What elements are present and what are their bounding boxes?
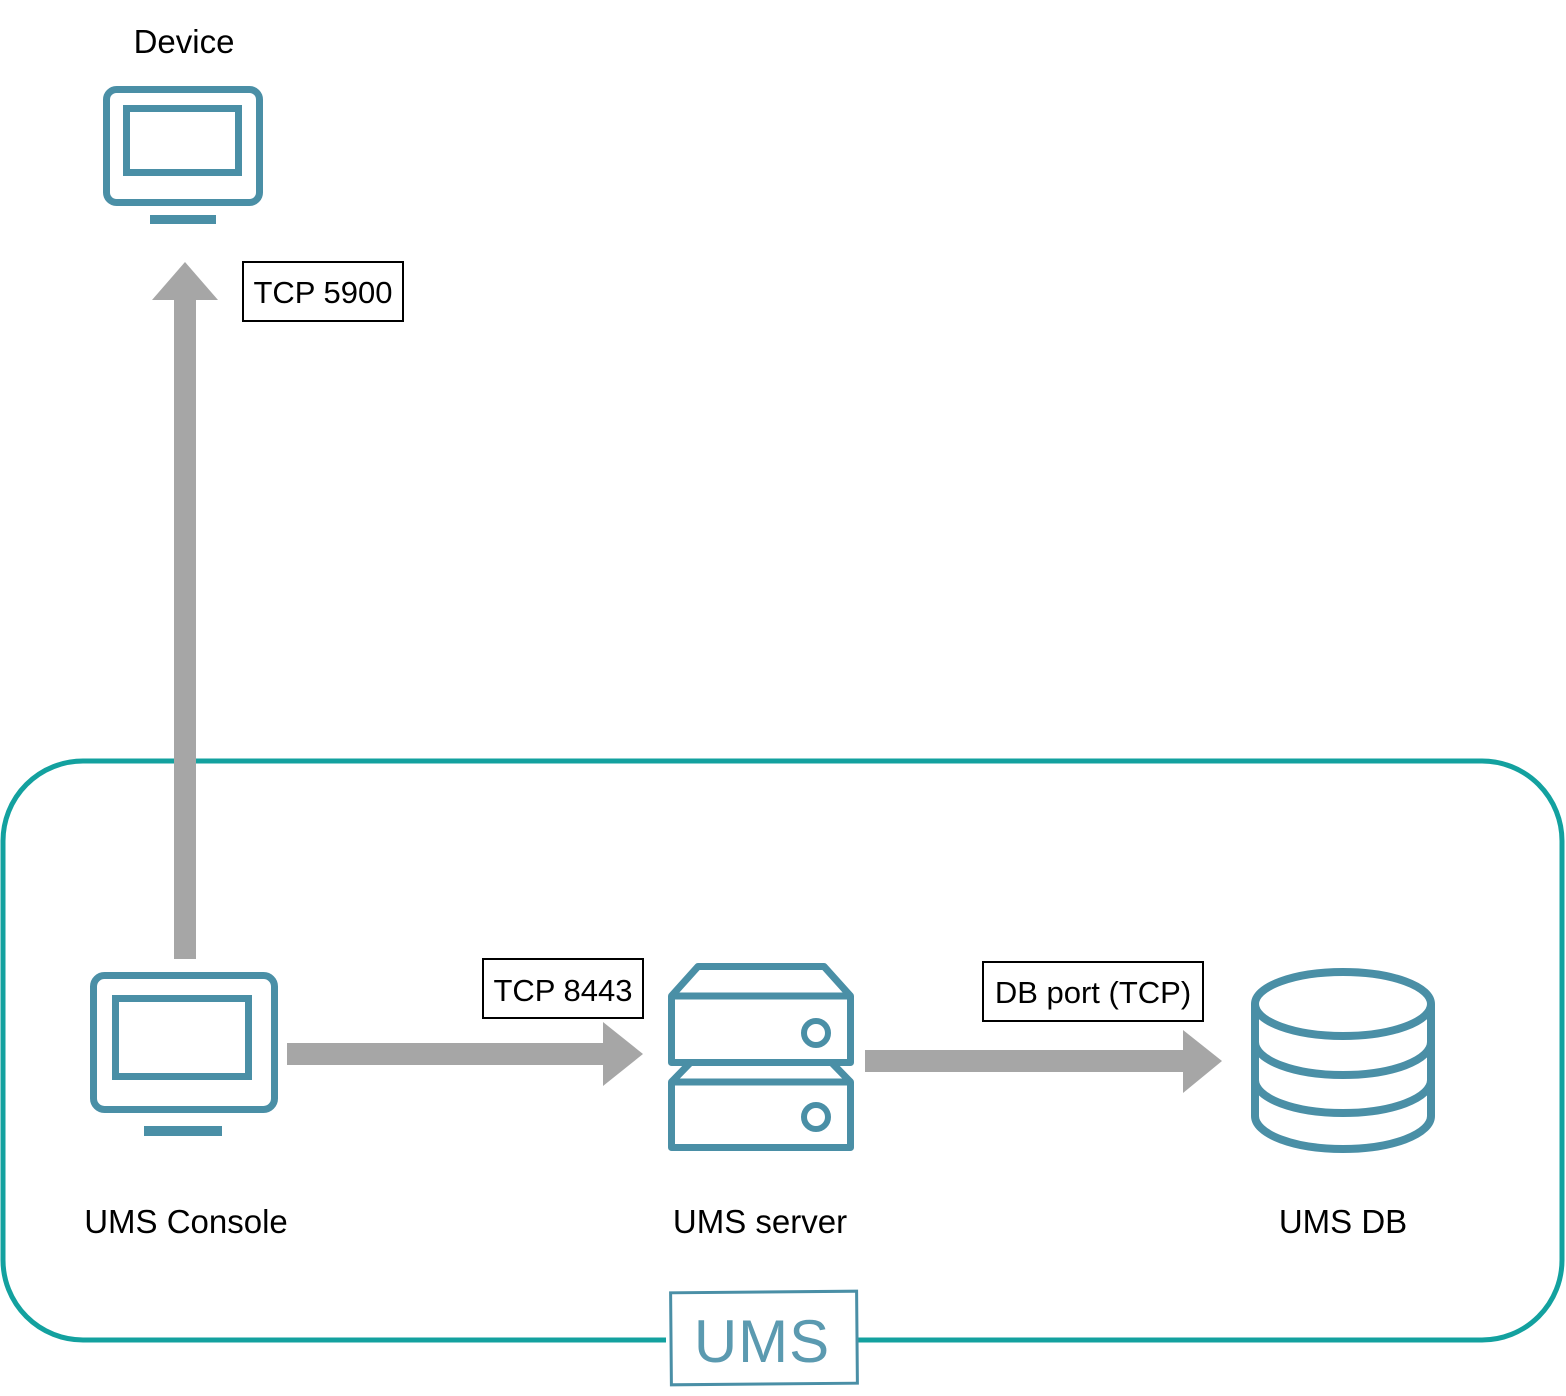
db-label: UMS DB	[1279, 1203, 1407, 1240]
port-label-tcp-5900: TCP 5900	[242, 261, 404, 322]
ums-group-container	[0, 758, 1565, 1343]
port-label-db-port: DB port (TCP)	[982, 961, 1204, 1022]
port-label-tcp-8443-text: TCP 8443	[493, 973, 632, 1008]
ums-logo-text: UMS	[694, 1308, 830, 1375]
console-label: UMS Console	[84, 1203, 288, 1240]
ums-logo: UMS	[666, 1289, 859, 1387]
server-label: UMS server	[673, 1203, 847, 1240]
port-label-tcp-5900-text: TCP 5900	[253, 275, 392, 310]
arrow-console-to-device	[152, 262, 218, 959]
arrow-console-to-server	[287, 1022, 643, 1086]
arrow-server-to-db	[865, 1030, 1222, 1093]
port-label-db-port-text: DB port (TCP)	[995, 975, 1191, 1010]
database-icon	[1251, 968, 1435, 1153]
port-label-tcp-8443: TCP 8443	[482, 958, 644, 1019]
device-monitor-icon	[103, 86, 263, 224]
server-icon	[668, 963, 854, 1151]
console-monitor-icon	[90, 972, 278, 1136]
device-label: Device	[134, 23, 235, 60]
